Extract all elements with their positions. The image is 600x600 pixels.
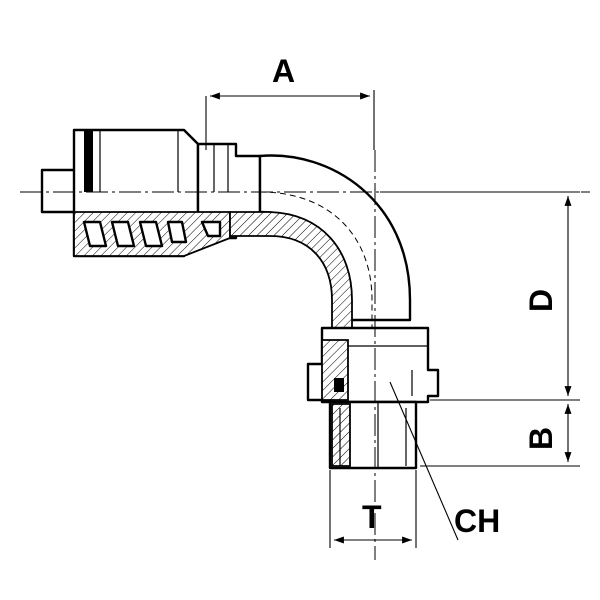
label-t: T [362,499,382,535]
o-ring [334,378,344,392]
hose-tail-tip [40,168,78,214]
male-thread-end [328,400,418,470]
label-ch: CH [454,503,500,539]
dimension-d: D [380,191,580,401]
hose-tail [40,128,262,258]
dimension-a: A [205,53,375,150]
dimension-t: T [329,470,417,548]
dimension-ch: CH [389,381,500,541]
label-b: B [523,427,559,450]
thread-section [331,403,351,467]
label-a: A [272,53,295,89]
swivel-nut [306,326,440,404]
dimension-b: B [420,404,580,467]
label-d: D [523,289,559,312]
elbow-bend [229,154,412,400]
thread-body [328,400,418,470]
ferrule-groove [84,130,93,192]
hose-barbs [82,220,222,248]
